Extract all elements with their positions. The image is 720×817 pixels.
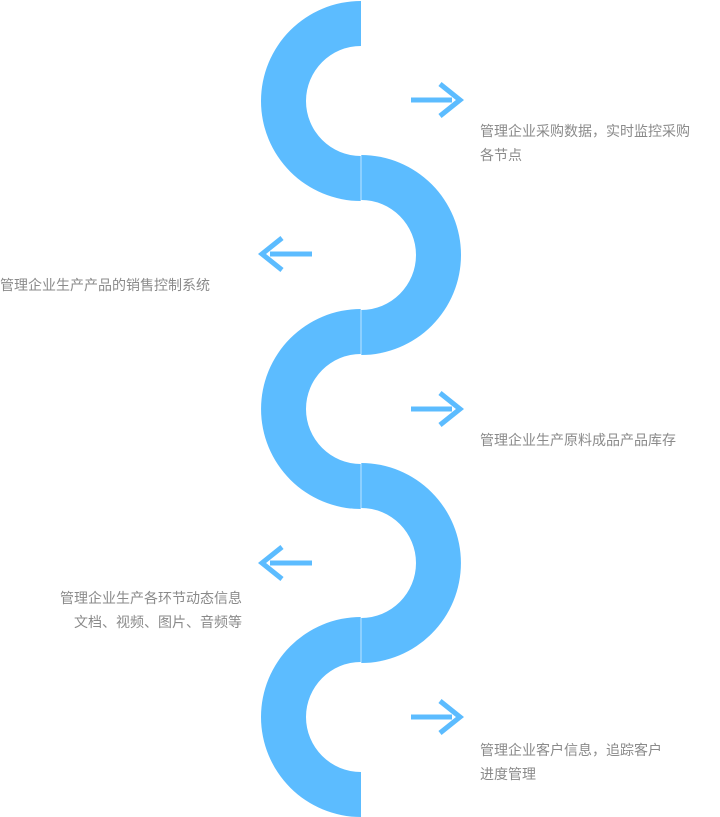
step-2-line-1: 管理企业生产产品的销售控制系统 xyxy=(0,278,210,294)
step-1-line-2: 各节点 xyxy=(480,148,522,164)
curve-segment-1 xyxy=(261,1,361,201)
step-4-line-2: 文档、视频、图片、音频等 xyxy=(74,615,242,631)
step-4-line-1: 管理企业生产各环节动态信息 xyxy=(60,591,242,607)
step-5-line-2: 进度管理 xyxy=(480,767,536,783)
step-1-line-1: 管理企业采购数据，实时监控采购 xyxy=(480,124,690,140)
step-2-description: 管理企业生产产品的销售控制系统 xyxy=(0,274,210,298)
arrow-right-icon-3 xyxy=(411,391,465,427)
step-4-description: 管理企业生产各环节动态信息 文档、视频、图片、音频等 xyxy=(60,587,242,635)
curve-segment-5 xyxy=(261,617,361,817)
step-5-description: 管理企业客户信息，追踪客户 进度管理 xyxy=(480,739,662,787)
step-3-description: 管理企业生产原料成品产品库存 xyxy=(480,429,676,453)
serpentine-curve xyxy=(261,1,461,817)
step-1-description: 管理企业采购数据，实时监控采购 各节点 xyxy=(480,120,690,168)
arrow-right-icon-5 xyxy=(411,699,465,735)
curve-segment-3 xyxy=(261,309,361,509)
arrow-right-icon-1 xyxy=(411,82,465,118)
step-5-line-1: 管理企业客户信息，追踪客户 xyxy=(480,743,662,759)
arrow-left-icon-2 xyxy=(257,236,312,272)
curve-segment-4 xyxy=(361,463,461,663)
curve-segment-2 xyxy=(361,155,461,355)
arrow-group xyxy=(257,82,465,735)
step-3-line-1: 管理企业生产原料成品产品库存 xyxy=(480,433,676,449)
arrow-left-icon-4 xyxy=(257,545,312,581)
